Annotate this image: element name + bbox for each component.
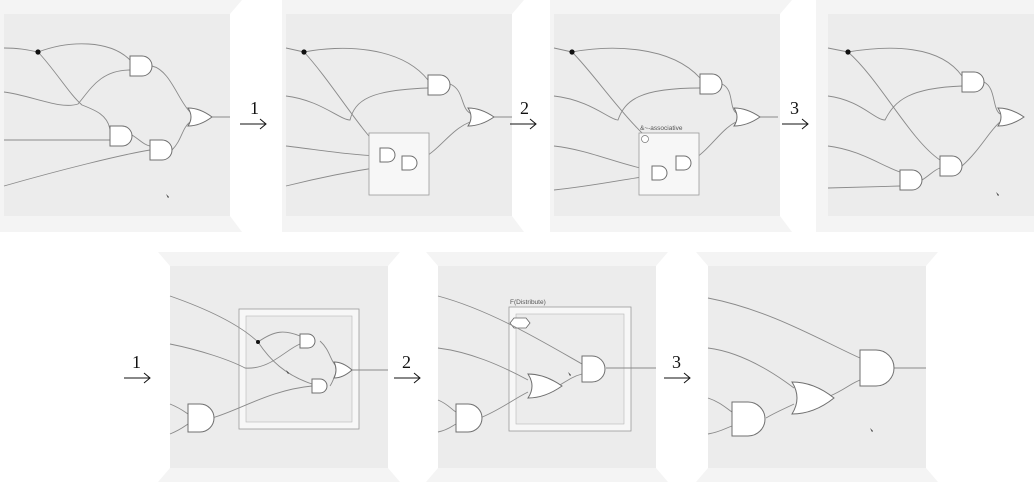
cursor-icon: [568, 372, 571, 376]
or-gate: [467, 107, 495, 127]
rule-label: &~-associative: [640, 125, 683, 132]
row1-panel-3: &~-associative: [550, 0, 792, 232]
or-gate: [333, 361, 353, 379]
and-gate: [859, 349, 895, 387]
junction-dot: [301, 49, 307, 55]
junction-dot: [845, 49, 851, 55]
row2-panel-2: F(Distribute): [426, 252, 668, 482]
and-gate: [427, 74, 451, 96]
or-gate: [527, 373, 563, 399]
or-gate: [187, 107, 213, 127]
and-gate: [311, 378, 328, 394]
cursor-icon: [870, 428, 873, 432]
cursor-icon: [996, 192, 999, 196]
rule-label: F(Distribute): [510, 299, 546, 306]
row2-arrow-2: 2: [394, 352, 421, 384]
junction-dot: [569, 49, 575, 55]
and-gate: [129, 55, 153, 77]
step-label: 1: [132, 352, 141, 372]
step-label: 2: [402, 352, 411, 372]
and-gate: [675, 155, 692, 171]
row1-panel-1: [0, 0, 242, 232]
and-gate: [299, 333, 316, 349]
cursor-icon: [166, 194, 169, 198]
and-gate: [651, 165, 668, 181]
and-gate: [581, 355, 606, 383]
and-gate: [699, 73, 723, 95]
and-gate: [961, 71, 985, 93]
junction-dot: [256, 340, 260, 344]
or-gate: [733, 107, 761, 127]
cursor-icon: [286, 370, 289, 374]
row1-arrow-3: 3: [782, 98, 809, 130]
rule-icon: [509, 317, 531, 329]
step-label: 2: [520, 98, 529, 118]
and-gate: [379, 147, 396, 163]
and-gate: [187, 403, 215, 433]
row2-panel-1: [158, 252, 400, 482]
and-gate: [109, 125, 133, 147]
row1-panel-2: [282, 0, 524, 232]
row1-arrow-1: 1: [240, 98, 267, 130]
row2-arrow-1: 1: [124, 352, 151, 384]
row1-panel-4: [816, 0, 1034, 232]
step-label: 3: [672, 352, 681, 372]
row1-arrow-2: 2: [510, 98, 537, 130]
and-gate: [731, 401, 766, 437]
and-gate: [939, 155, 963, 177]
step-label: 3: [790, 98, 799, 118]
and-gate: [899, 169, 923, 191]
and-gate: [149, 139, 173, 161]
row2-arrow-3: 3: [664, 352, 691, 384]
and-gate: [455, 403, 483, 433]
or-gate: [997, 107, 1025, 127]
or-gate: [791, 381, 835, 415]
junction-dot: [35, 49, 41, 55]
step-label: 1: [250, 98, 259, 118]
row2-panel-3: [696, 252, 938, 482]
rule-icon: [641, 135, 649, 143]
and-gate: [401, 155, 418, 171]
rewrite-region-frame: [368, 132, 430, 196]
